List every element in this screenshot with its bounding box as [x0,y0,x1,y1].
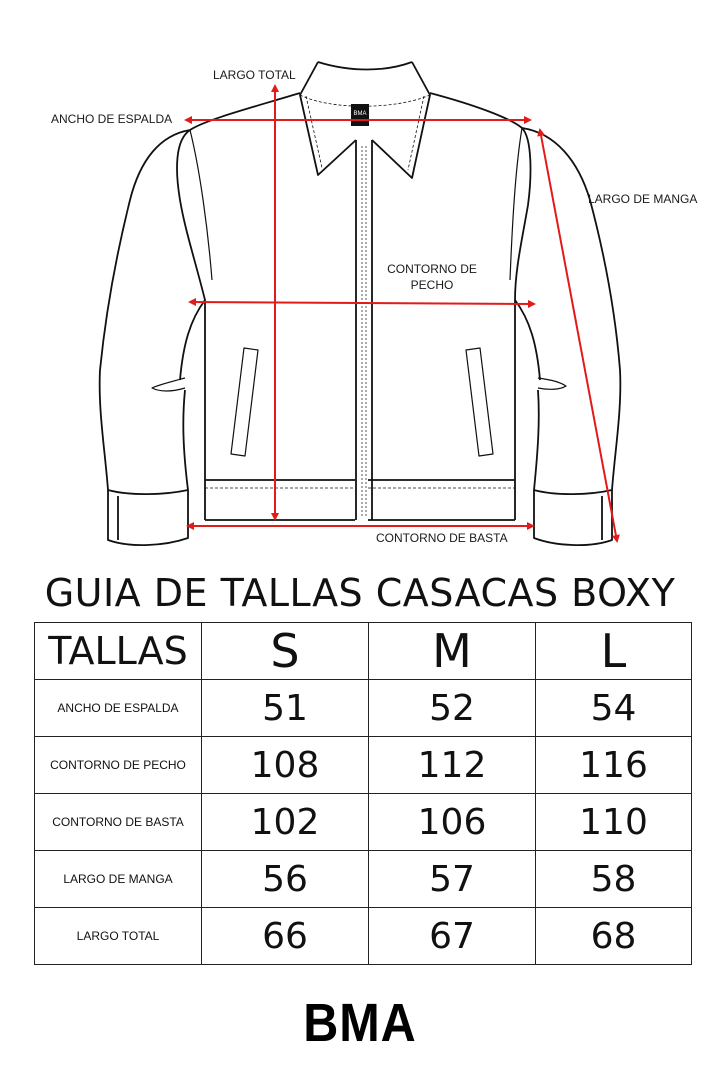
value-cell: 58 [535,850,692,908]
table-row: CONTORNO DE PECHO 108 112 116 [34,736,692,794]
value-cell: 106 [368,793,536,851]
jacket-diagram [98,61,622,546]
size-guide-title: GUIA DE TALLAS CASACAS BOXY [44,571,676,615]
contorno-pecho-label-line1: CONTORNO DE [387,262,477,276]
table-row: LARGO DE MANGA 56 57 58 [34,850,692,908]
value-cell: 66 [201,907,369,965]
contorno-basta-label: CONTORNO DE BASTA [376,531,508,545]
header-size-m: M [368,622,536,680]
brand-logo: BMA [303,993,417,1053]
value-cell: 68 [535,907,692,965]
header-size-l: L [535,622,692,680]
contorno-pecho-label-line2: PECHO [410,278,454,292]
value-cell: 57 [368,850,536,908]
contorno-pecho-arrow [188,298,536,308]
table-row: CONTORNO DE BASTA 102 106 110 [34,793,692,851]
size-table: TALLAS S M L ANCHO DE ESPALDA 51 52 54 C… [34,622,692,965]
measurement-lines [184,84,620,543]
row-label: ANCHO DE ESPALDA [34,679,202,737]
value-cell: 102 [201,793,369,851]
largo-total-label: LARGO TOTAL [213,68,296,82]
table-header-row: TALLAS S M L [34,622,692,680]
value-cell: 54 [535,679,692,737]
value-cell: 108 [201,736,369,794]
table-row: LARGO TOTAL 66 67 68 [34,907,692,965]
value-cell: 112 [368,736,536,794]
value-cell: 56 [201,850,369,908]
row-label: CONTORNO DE PECHO [34,736,202,794]
header-tallas: TALLAS [34,622,202,680]
row-label: CONTORNO DE BASTA [34,793,202,851]
header-size-s: S [201,622,369,680]
value-cell: 67 [368,907,536,965]
value-cell: 116 [535,736,692,794]
value-cell: 110 [535,793,692,851]
value-cell: 51 [201,679,369,737]
collar-tag-text: BMA [353,111,367,117]
row-label: LARGO DE MANGA [34,850,202,908]
value-cell: 52 [368,679,536,737]
largo-manga-label: LARGO DE MANGA [588,192,698,206]
ancho-espalda-label: ANCHO DE ESPALDA [51,112,173,126]
row-label: LARGO TOTAL [34,907,202,965]
largo-manga-arrow [537,128,620,543]
table-row: ANCHO DE ESPALDA 51 52 54 [34,679,692,737]
